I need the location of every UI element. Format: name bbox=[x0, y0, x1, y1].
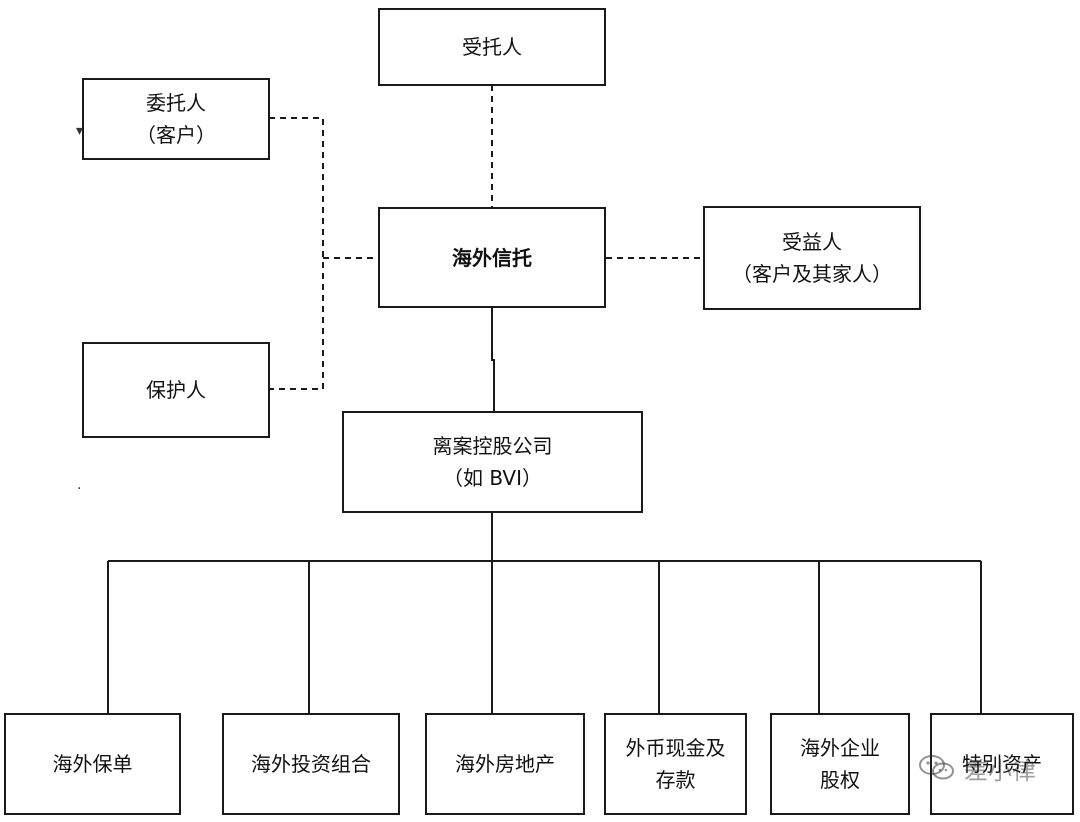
asset-label: 外币现金及 bbox=[625, 736, 726, 760]
asset-box-real-estate: 海外房地产 bbox=[425, 713, 585, 815]
asset-box-overseas-insurance: 海外保单 bbox=[4, 713, 181, 815]
asset-box-equity: 海外企业 股权 bbox=[770, 713, 910, 815]
asset-box-foreign-cash: 外币现金及 存款 bbox=[604, 713, 747, 815]
settlor-sublabel: （客户） bbox=[136, 123, 216, 147]
protector-box: 保护人 bbox=[82, 342, 270, 438]
asset-sublabel: 股权 bbox=[820, 768, 860, 792]
holding-company-box: 离案控股公司 （如 BVI） bbox=[342, 411, 643, 513]
settlor-label: 委托人 bbox=[146, 91, 206, 115]
caret-mark: ▾ bbox=[76, 123, 84, 139]
dot-mark: . bbox=[77, 477, 82, 493]
trust-label: 海外信托 bbox=[452, 245, 532, 270]
asset-sublabel: 存款 bbox=[655, 768, 696, 792]
asset-label: 海外房地产 bbox=[455, 752, 555, 776]
beneficiary-box: 受益人 （客户及其家人） bbox=[703, 206, 921, 310]
asset-label: 海外保单 bbox=[52, 752, 133, 776]
watermark-text: 差小律 bbox=[964, 756, 1036, 785]
beneficiary-label: 受益人 bbox=[782, 230, 842, 254]
asset-box-special: 特别资产 bbox=[930, 713, 1074, 815]
asset-box-investment-portfolio: 海外投资组合 bbox=[222, 713, 400, 815]
holding-company-sublabel: （如 BVI） bbox=[442, 466, 543, 490]
beneficiary-sublabel: （客户及其家人） bbox=[732, 262, 892, 286]
asset-label: 海外投资组合 bbox=[251, 752, 371, 776]
wechat-icon bbox=[919, 755, 954, 780]
holding-company-label: 离案控股公司 bbox=[432, 434, 553, 458]
watermark: 差小律 bbox=[918, 748, 1036, 788]
asset-label: 海外企业 bbox=[800, 736, 880, 760]
settlor-box: 委托人 （客户） bbox=[82, 78, 270, 160]
trustee-box: 受托人 bbox=[378, 8, 606, 86]
settlor-protector-bracket bbox=[269, 117, 324, 390]
trust-holding-connector bbox=[491, 308, 495, 412]
protector-label: 保护人 bbox=[146, 378, 206, 402]
asset-label: 特别资产 bbox=[962, 752, 1042, 776]
trust-box: 海外信托 bbox=[378, 207, 606, 308]
trustee-label: 受托人 bbox=[462, 35, 522, 59]
